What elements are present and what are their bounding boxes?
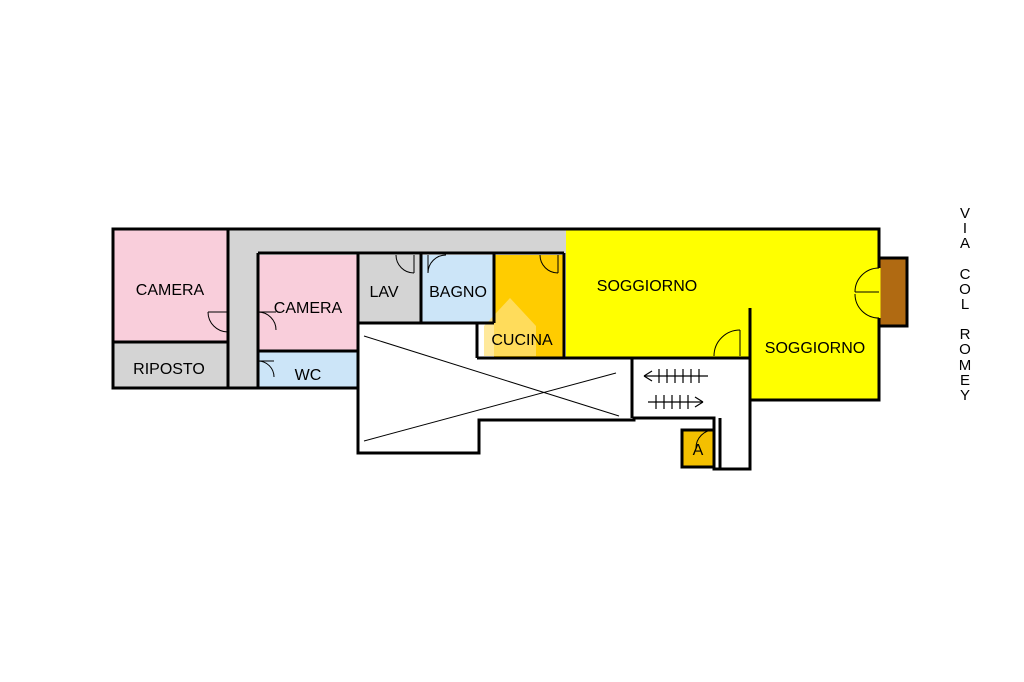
room-cantina — [682, 430, 714, 467]
doors — [207, 254, 880, 449]
corridor — [228, 229, 566, 388]
void-cross — [363, 335, 620, 442]
room-soggiorno-1 — [566, 229, 750, 358]
label-cantina: A — [693, 442, 704, 459]
cucina-light-mark — [484, 298, 536, 356]
label-lav: LAV — [369, 284, 398, 301]
label-riposto: RIPOSTO — [133, 361, 205, 378]
room-camera-2 — [258, 255, 358, 351]
room-bagno — [421, 255, 494, 323]
room-lav — [358, 255, 421, 323]
room-camera-1 — [113, 229, 228, 342]
label-cucina: CUCINA — [491, 332, 553, 349]
label-soggiorno-2: SOGGIORNO — [765, 340, 865, 357]
room-riposto — [113, 342, 228, 388]
street-name: VIAVIACOLCOLROMEYROMEY — [954, 206, 976, 403]
label-camera-1: CAMERA — [136, 282, 205, 299]
room-soggiorno-2 — [750, 229, 879, 400]
stairs-icon — [643, 369, 708, 409]
label-soggiorno-1: SOGGIORNO — [597, 278, 697, 295]
balcony — [879, 258, 907, 326]
label-bagno: BAGNO — [429, 284, 487, 301]
room-wc — [258, 351, 358, 388]
walls — [111, 227, 909, 471]
label-camera-2: CAMERA — [274, 300, 343, 317]
label-wc: WC — [295, 367, 322, 384]
